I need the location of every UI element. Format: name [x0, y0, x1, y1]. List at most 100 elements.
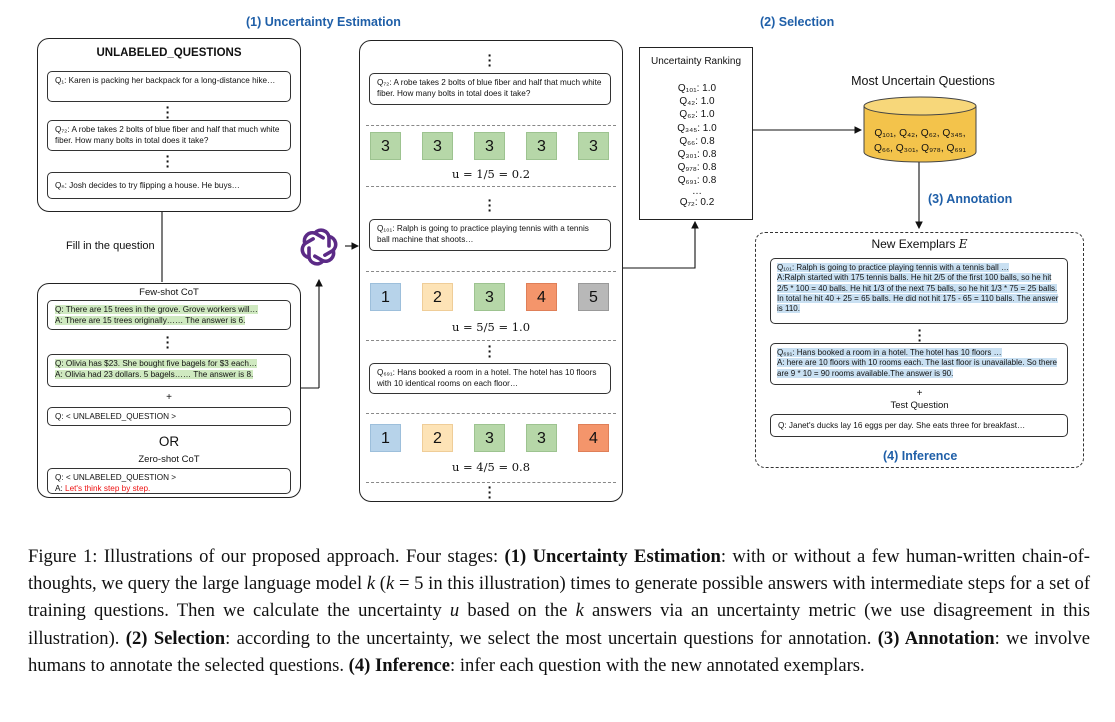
zeroshot-title: Zero-shot CoT: [138, 454, 200, 465]
answer-cell: 3: [526, 132, 557, 160]
fewshot-2-question: Q: Olivia has $23. She bought five bagel…: [55, 359, 258, 368]
selected-questions-list: Q₁₀₁, Q₄₂, Q₆₂, Q₃₄₅, Q₆₆, Q₃₀₁, Q₉₇₈, Q…: [864, 126, 976, 156]
caption-bold: (4) Inference: [348, 654, 451, 676]
middle-question-q101: Q₁₀₁: Ralph is going to practice playing…: [369, 219, 611, 251]
ranking-item: Q₆₆: 0.8: [679, 135, 715, 147]
ellipsis-vertical-icon: ···: [487, 338, 493, 364]
exemplar-1-question: Q₁₀₁: Ralph is going to practice playing…: [777, 263, 1009, 272]
or-label: OR: [158, 434, 180, 449]
ranking-item: …: [692, 185, 702, 197]
caption-text: : according to the uncertainty, we selec…: [225, 627, 878, 649]
stage-annotation: (3) Annotation: [928, 192, 1013, 206]
prompt-panel: Few-shot CoT Q: There are 15 trees in th…: [37, 283, 301, 498]
ellipsis-vertical-icon: ···: [917, 322, 923, 348]
ranking-item: Q₆₉₁: 0.8: [677, 175, 717, 187]
ellipsis-vertical-icon: ···: [165, 329, 171, 355]
caption-text: based on the: [459, 600, 576, 622]
uncertainty-value-q691: u = 4/5 = 0.8: [451, 460, 531, 474]
fewshot-example-1: Q: There are 15 trees in the grove. Grov…: [47, 300, 291, 330]
ranking-title: Uncertainty Ranking: [650, 56, 742, 67]
ellipsis-vertical-icon: ···: [487, 479, 493, 505]
middle-question-q72: Q₇₂: A robe takes 2 bolts of blue fiber …: [369, 73, 611, 105]
answer-cell: 1: [370, 283, 401, 311]
exemplar-1: Q₁₀₁: Ralph is going to practice playing…: [770, 258, 1068, 324]
middle-question-q691: Q₆₉₁: Hans booked a room in a hotel. The…: [369, 363, 611, 394]
answer-cell: 5: [578, 283, 609, 311]
caption-text: : with or without a few human-written ch…: [28, 546, 1090, 595]
caption-var: k: [575, 600, 584, 622]
caption-text: = 5 in this illustration) times to gener…: [28, 573, 1091, 622]
ranking-list: Q₁₀₁: 1.0 Q₄₂: 1.0 Q₆₂: 1.0 Q₃₄₅: 1.0 Q₆…: [642, 82, 752, 209]
stage-selection: (2) Selection: [760, 15, 835, 29]
answer-cell: 3: [578, 132, 609, 160]
new-exemplars-panel: New Exemplars E Q₁₀₁: Ralph is going to …: [755, 232, 1084, 468]
ellipsis-vertical-icon: ···: [487, 47, 493, 73]
ellipsis-vertical-icon: ···: [165, 148, 171, 174]
answer-cell: 3: [474, 132, 505, 160]
exemplar-2-answer: A: here are 10 floors with 10 rooms each…: [777, 358, 1058, 378]
caption-text: Figure 1: Illustrations of our proposed …: [28, 546, 505, 567]
exemplar-2-question: Q₆₉₁: Hans booked a room in a hotel. The…: [777, 348, 1002, 357]
test-question: Q: Janet's ducks lay 16 eggs per day. Sh…: [770, 414, 1068, 437]
openai-logo-icon: [300, 228, 338, 266]
answer-cell: 3: [422, 132, 453, 160]
ranking-item: Q₃₄₅: 1.0: [677, 122, 717, 134]
plus-sign: +: [916, 388, 923, 399]
answer-cell: 3: [370, 132, 401, 160]
answers-group-q72: [366, 125, 616, 187]
unlabeled-questions-title: UNLABELED_QUESTIONS: [96, 47, 242, 59]
test-question-title: Test Question: [890, 400, 949, 411]
stage-inference: (4) Inference: [883, 449, 958, 463]
new-exemplars-title: New Exemplars E: [756, 237, 1083, 251]
zeroshot-question: Q: < UNLABELED_QUESTION >: [55, 473, 177, 482]
figure-caption: Figure 1: Illustrations of our proposed …: [28, 543, 1090, 679]
question-qn: Qₙ: Josh decides to try flipping a house…: [47, 172, 291, 199]
answer-cell: 2: [422, 283, 453, 311]
caption-bold: (3) Annotation: [877, 627, 995, 649]
answer-cell: 2: [422, 424, 453, 452]
ranking-item: Q₉₇₈: 0.8: [677, 162, 717, 174]
uncertainty-value-q72: u = 1/5 = 0.2: [451, 167, 531, 181]
caption-text: (: [375, 573, 386, 595]
exemplars-symbol: E: [958, 237, 968, 251]
ranking-item: Q₃₀₁: 0.8: [677, 149, 717, 161]
exemplar-2: Q₆₉₁: Hans booked a room in a hotel. The…: [770, 343, 1068, 385]
caption-text: : infer each question with the new annot…: [450, 654, 865, 676]
fewshot-title: Few-shot CoT: [139, 287, 199, 298]
unlabeled-placeholder-fewshot: Q: < UNLABELED_QUESTION >: [47, 407, 291, 426]
caption-text: answers via an uncertainty metric (we us…: [28, 600, 1090, 649]
ranking-item: Q₆₂: 1.0: [679, 109, 715, 121]
answer-cell: 1: [370, 424, 401, 452]
answer-cell: 4: [578, 424, 609, 452]
plus-sign: +: [166, 392, 172, 403]
caption-var: k: [386, 573, 395, 595]
unlabeled-questions-panel: UNLABELED_QUESTIONS Q₁: Karen is packing…: [37, 38, 301, 212]
answers-group-q691: [366, 413, 616, 483]
sampling-panel: ··· Q₇₂: A robe takes 2 bolts of blue fi…: [359, 40, 623, 505]
answer-cell: 3: [474, 424, 505, 452]
caption-text: : we involve humans to annotate the sele…: [28, 627, 1090, 676]
most-uncertain-title: Most Uncertain Questions: [851, 74, 995, 88]
zeroshot-answer-prefix: A:: [55, 483, 66, 493]
ranking-item: Q₇₂: 0.2: [679, 196, 715, 208]
ranking-item: Q₄₂: 1.0: [679, 96, 715, 108]
uncertainty-ranking-box: Uncertainty Ranking Q₁₀₁: 1.0 Q₄₂: 1.0 Q…: [639, 47, 753, 220]
stage-uncertainty-estimation: (1) Uncertainty Estimation: [246, 15, 401, 29]
new-exemplars-label: New Exemplars: [871, 237, 959, 251]
fewshot-1-answer: A: There are 15 trees originally…… The a…: [55, 315, 246, 325]
fewshot-2-answer: A: Olivia had 23 dollars. 5 bagels…… The…: [55, 369, 254, 379]
exemplar-1-answer: A:Ralph started with 175 tennis balls. H…: [777, 273, 1059, 314]
ellipsis-vertical-icon: ···: [165, 99, 171, 125]
selected-line-2: Q₆₆, Q₃₀₁, Q₉₇₈, Q₆₉₁: [873, 143, 967, 154]
answer-cell: 3: [526, 424, 557, 452]
fill-in-label: Fill in the question: [66, 240, 155, 252]
fewshot-1-question: Q: There are 15 trees in the grove. Grov…: [55, 305, 258, 314]
zeroshot-trigger: Let's think step by step.: [65, 483, 151, 493]
question-q72: Q₇₂: A robe takes 2 bolts of blue fiber …: [47, 120, 291, 151]
zeroshot-example: Q: < UNLABELED_QUESTION > A: Let's think…: [47, 468, 291, 494]
caption-var: u: [449, 600, 460, 622]
selected-line-1: Q₁₀₁, Q₄₂, Q₆₂, Q₃₄₅,: [874, 128, 966, 139]
answer-cell: 3: [474, 283, 505, 311]
caption-var: k: [366, 573, 376, 595]
answer-cell: 4: [526, 283, 557, 311]
